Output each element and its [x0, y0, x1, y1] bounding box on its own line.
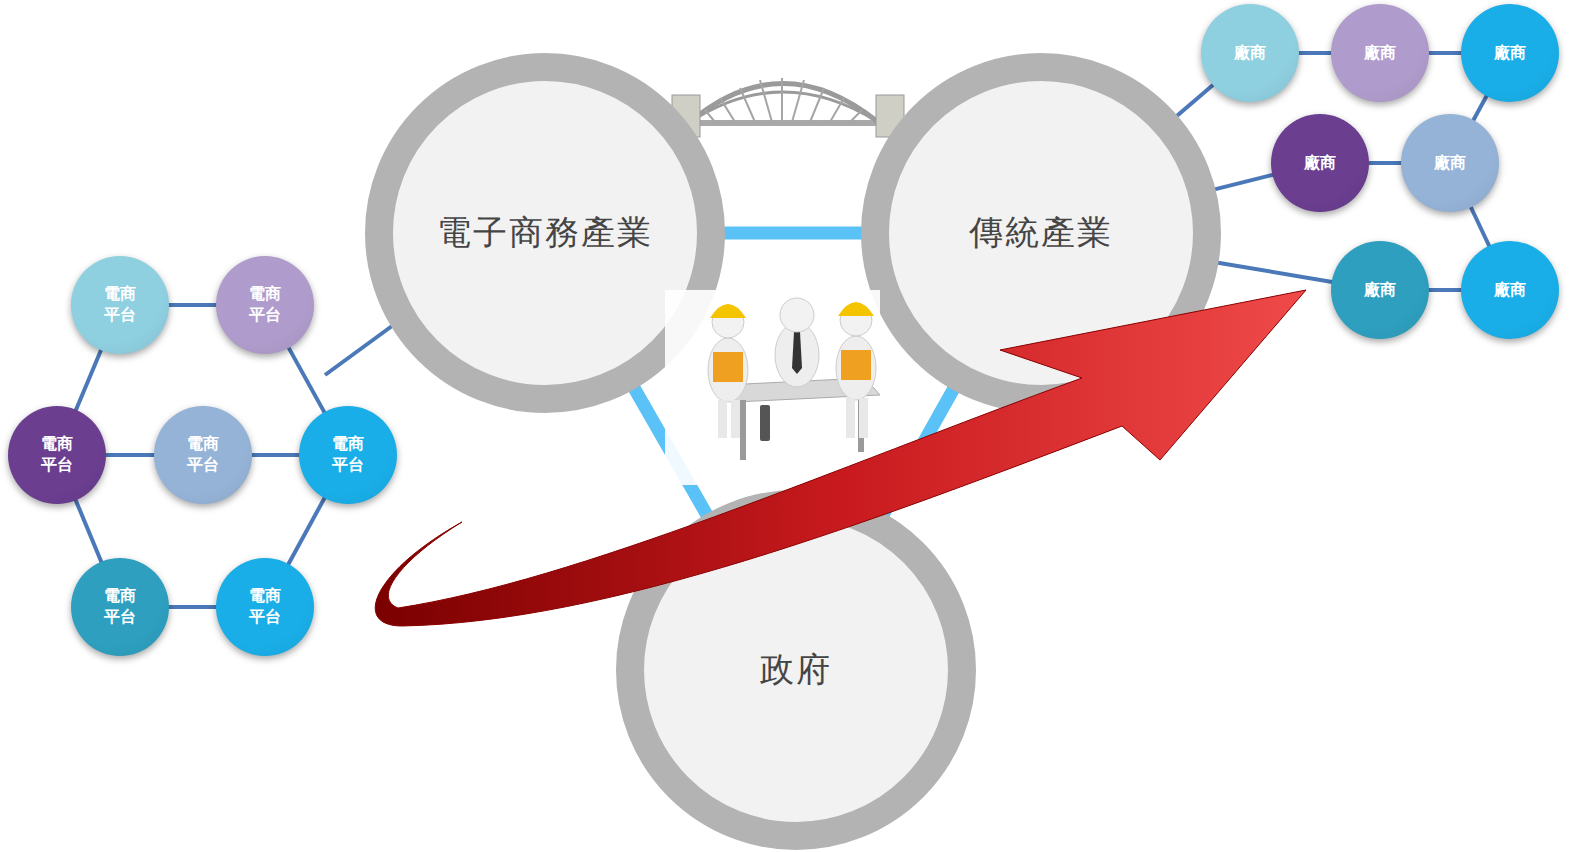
node-label: 廠商: [1362, 43, 1398, 64]
node-label: 電商 平台: [185, 434, 221, 476]
member-circle: 電商 平台: [154, 406, 252, 504]
member-circle: 廠商: [1271, 114, 1369, 212]
node-label: 電子商務產業: [437, 210, 653, 256]
node-label: 電商 平台: [247, 586, 283, 628]
node-label: 廠商: [1232, 43, 1268, 64]
member-circle: 電商 平台: [71, 256, 169, 354]
member-circle: 電商 平台: [299, 406, 397, 504]
connector: [1427, 51, 1463, 55]
node-label: 廠商: [1492, 43, 1528, 64]
member-circle: 電商 平台: [216, 558, 314, 656]
member-circle: 廠商: [1461, 4, 1559, 102]
connector: [75, 348, 102, 411]
connector: [1176, 84, 1215, 117]
connector: [1473, 94, 1488, 121]
node-label: 廠商: [1432, 153, 1468, 174]
node-label: 電商 平台: [102, 586, 138, 628]
sector-circle: 傳統產業: [861, 53, 1221, 413]
member-circle: 電商 平台: [216, 256, 314, 354]
node-label: 廠商: [1492, 280, 1528, 301]
connector: [167, 303, 218, 307]
member-circle: 廠商: [1331, 4, 1429, 102]
node-label: 廠商: [1362, 280, 1398, 301]
connector: [288, 496, 326, 565]
node-label: 電商 平台: [247, 284, 283, 326]
member-circle: 廠商: [1331, 241, 1429, 339]
connector: [1367, 161, 1403, 165]
node-label: 電商 平台: [330, 434, 366, 476]
connector: [104, 453, 156, 457]
sector-circle: 政府: [616, 490, 976, 850]
connector: [1297, 51, 1333, 55]
node-label: 電商 平台: [102, 284, 138, 326]
member-circle: 廠商: [1461, 241, 1559, 339]
node-label: 廠商: [1302, 153, 1338, 174]
member-circle: 廠商: [1201, 4, 1299, 102]
connector: [883, 388, 954, 514]
connector: [723, 227, 863, 240]
node-label: 傳統產業: [969, 210, 1113, 256]
connector: [634, 387, 708, 515]
cluster-link: [325, 326, 392, 375]
member-circle: 廠商: [1401, 114, 1499, 212]
connector: [288, 346, 325, 414]
node-label: 電商 平台: [39, 434, 75, 476]
connector: [167, 605, 218, 609]
connector: [1217, 263, 1334, 283]
connector: [1470, 205, 1490, 247]
member-circle: 電商 平台: [71, 558, 169, 656]
connector: [1427, 288, 1463, 292]
connector: [75, 498, 102, 563]
sector-circle: 電子商務產業: [365, 53, 725, 413]
connector: [250, 453, 301, 457]
node-label: 政府: [760, 647, 832, 693]
member-circle: 電商 平台: [8, 406, 106, 504]
connector: [1214, 174, 1275, 189]
